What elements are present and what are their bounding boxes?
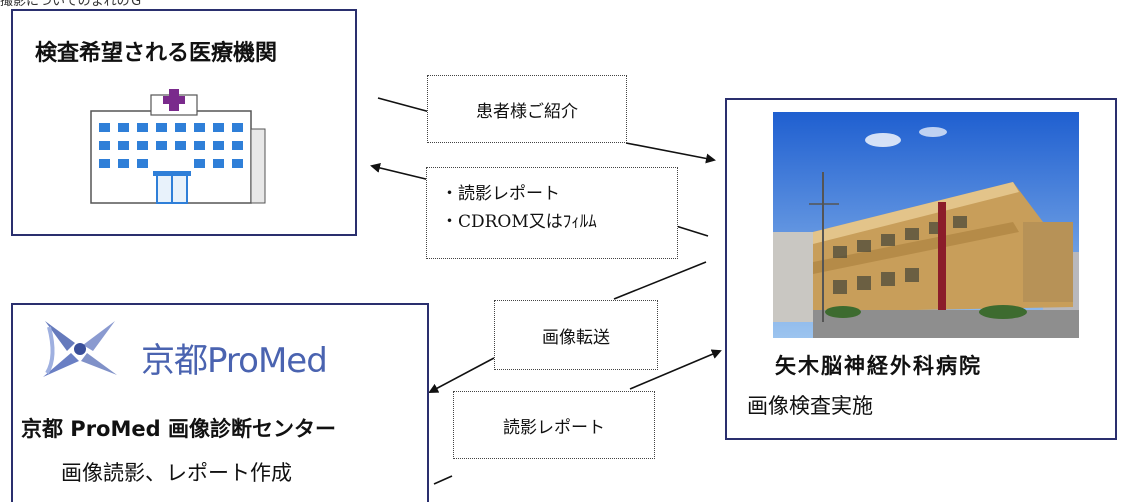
hospital-window (213, 123, 224, 132)
hospital-window (118, 159, 129, 168)
reading-report-label: 読影レポート (453, 391, 655, 459)
promed-box: 京都ProMed 京都 ProMed 画像診断センター 画像読影、レポート作成 (11, 303, 429, 502)
clinic-title: 検査希望される医療機関 (35, 41, 278, 66)
hospital-window (137, 159, 148, 168)
hospital-building-icon (90, 89, 266, 204)
hospital-window (118, 141, 129, 150)
hospital-window (175, 123, 186, 132)
hospital-window (156, 141, 167, 150)
hospital-window (99, 123, 110, 132)
patient-referral-text: 患者様ご紹介 (476, 101, 578, 122)
hospital-window (137, 123, 148, 132)
hospital-window (213, 141, 224, 150)
image-transfer-label: 画像転送 (494, 300, 658, 370)
hospital-subtitle: 画像検査実施 (747, 394, 873, 418)
returns-label: ・読影レポート ・CDROM又はﾌｨﾙﾑ (426, 167, 678, 259)
hospital-window (99, 159, 110, 168)
hospital-window (194, 159, 205, 168)
promed-logo-icon (43, 321, 117, 377)
hospital-window (194, 141, 205, 150)
hospital-photo (773, 112, 1079, 338)
hospital-window (118, 123, 129, 132)
hospital-window (99, 141, 110, 150)
hospital-name: 矢木脳神経外科病院 (775, 354, 982, 378)
hospital-box: 矢木脳神経外科病院 画像検査実施 (725, 98, 1117, 440)
hospital-window (232, 123, 243, 132)
clipped-header-text: 撮影についてのまれのＧ (0, 0, 143, 9)
hospital-window (213, 159, 224, 168)
returns-line-2: ・CDROM又はﾌｨﾙﾑ (441, 212, 597, 232)
hospital-window (156, 123, 167, 132)
hospital-window (194, 123, 205, 132)
promed-name: 京都 ProMed 画像診断センター (21, 417, 336, 441)
promed-subtitle: 画像読影、レポート作成 (61, 461, 292, 485)
promed-logo-text: 京都ProMed (141, 341, 328, 381)
image-transfer-text: 画像転送 (542, 327, 610, 348)
hospital-window (137, 141, 148, 150)
patient-referral-label: 患者様ご紹介 (427, 75, 627, 143)
clinic-box: 検査希望される医療機関 (11, 9, 357, 236)
returns-line-1: ・読影レポート (441, 184, 560, 204)
reading-report-text: 読影レポート (503, 417, 605, 438)
hospital-window (175, 141, 186, 150)
hospital-window (232, 159, 243, 168)
hospital-window (232, 141, 243, 150)
